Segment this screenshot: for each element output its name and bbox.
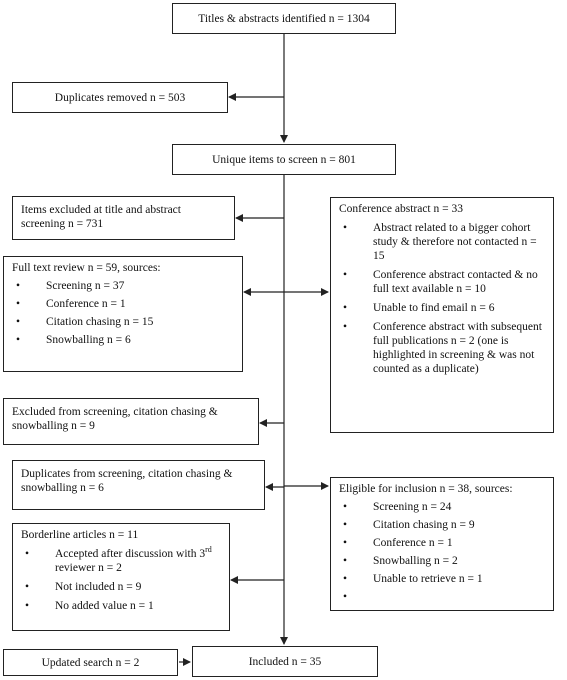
borderline-item: Accepted after discussion with 3rd revie…	[21, 546, 221, 575]
conference-abstract-item: Conference abstract contacted & no full …	[339, 268, 545, 296]
duplicates-screening-text: Duplicates from screening, citation chas…	[21, 468, 233, 494]
conference-abstract-item: Abstract related to a bigger cohort stud…	[339, 221, 545, 263]
eligible-source-item	[339, 590, 545, 604]
eligible-source-item: Unable to retrieve n = 1	[339, 572, 545, 586]
excluded-title-abstract-box: Items excluded at title and abstract scr…	[12, 196, 235, 240]
conference-abstract-header: Conference abstract n = 33	[339, 203, 463, 215]
full-text-source-item: Screening n = 37	[12, 279, 234, 293]
full-text-source-item: Citation chasing n = 15	[12, 315, 234, 329]
eligible-header: Eligible for inclusion n = 38, sources:	[339, 483, 513, 495]
conference-abstract-item: Conference abstract with subsequent full…	[339, 320, 545, 376]
excluded-screening-box: Excluded from screening, citation chasin…	[3, 398, 259, 445]
titles-abstracts-text: Titles & abstracts identified n = 1304	[198, 12, 370, 25]
excluded-title-abstract-text: Items excluded at title and abstract scr…	[21, 204, 181, 230]
unique-items-text: Unique items to screen n = 801	[212, 153, 356, 166]
included-box: Included n = 35	[192, 646, 378, 677]
excluded-screening-text: Excluded from screening, citation chasin…	[12, 406, 218, 432]
eligible-source-item: Snowballing n = 2	[339, 554, 545, 568]
duplicates-removed-box: Duplicates removed n = 503	[12, 82, 228, 113]
eligible-source-item: Screening n = 24	[339, 500, 545, 514]
updated-search-box: Updated search n = 2	[3, 649, 178, 676]
borderline-item: No added value n = 1	[21, 599, 221, 613]
conference-abstract-item: Unable to find email n = 6	[339, 301, 545, 315]
duplicates-removed-text: Duplicates removed n = 503	[54, 91, 186, 104]
borderline-item: Not included n = 9	[21, 580, 221, 594]
eligible-source-item: Citation chasing n = 9	[339, 518, 545, 532]
borderline-header: Borderline articles n = 11	[21, 529, 139, 541]
eligible-source-item: Conference n = 1	[339, 536, 545, 550]
eligible-inclusion-box: Eligible for inclusion n = 38, sources: …	[330, 477, 554, 611]
conference-abstract-box: Conference abstract n = 33 Abstract rela…	[330, 197, 554, 433]
unique-items-box: Unique items to screen n = 801	[172, 144, 396, 175]
full-text-source-item: Conference n = 1	[12, 297, 234, 311]
full-text-review-box: Full text review n = 59, sources: Screen…	[3, 256, 243, 372]
borderline-articles-box: Borderline articles n = 11 Accepted afte…	[12, 523, 230, 631]
full-text-review-header: Full text review n = 59, sources:	[12, 262, 161, 274]
full-text-source-item: Snowballing n = 6	[12, 333, 234, 347]
titles-abstracts-box: Titles & abstracts identified n = 1304	[172, 3, 396, 34]
duplicates-screening-box: Duplicates from screening, citation chas…	[12, 460, 265, 510]
included-text: Included n = 35	[248, 655, 322, 668]
updated-search-text: Updated search n = 2	[41, 656, 140, 669]
